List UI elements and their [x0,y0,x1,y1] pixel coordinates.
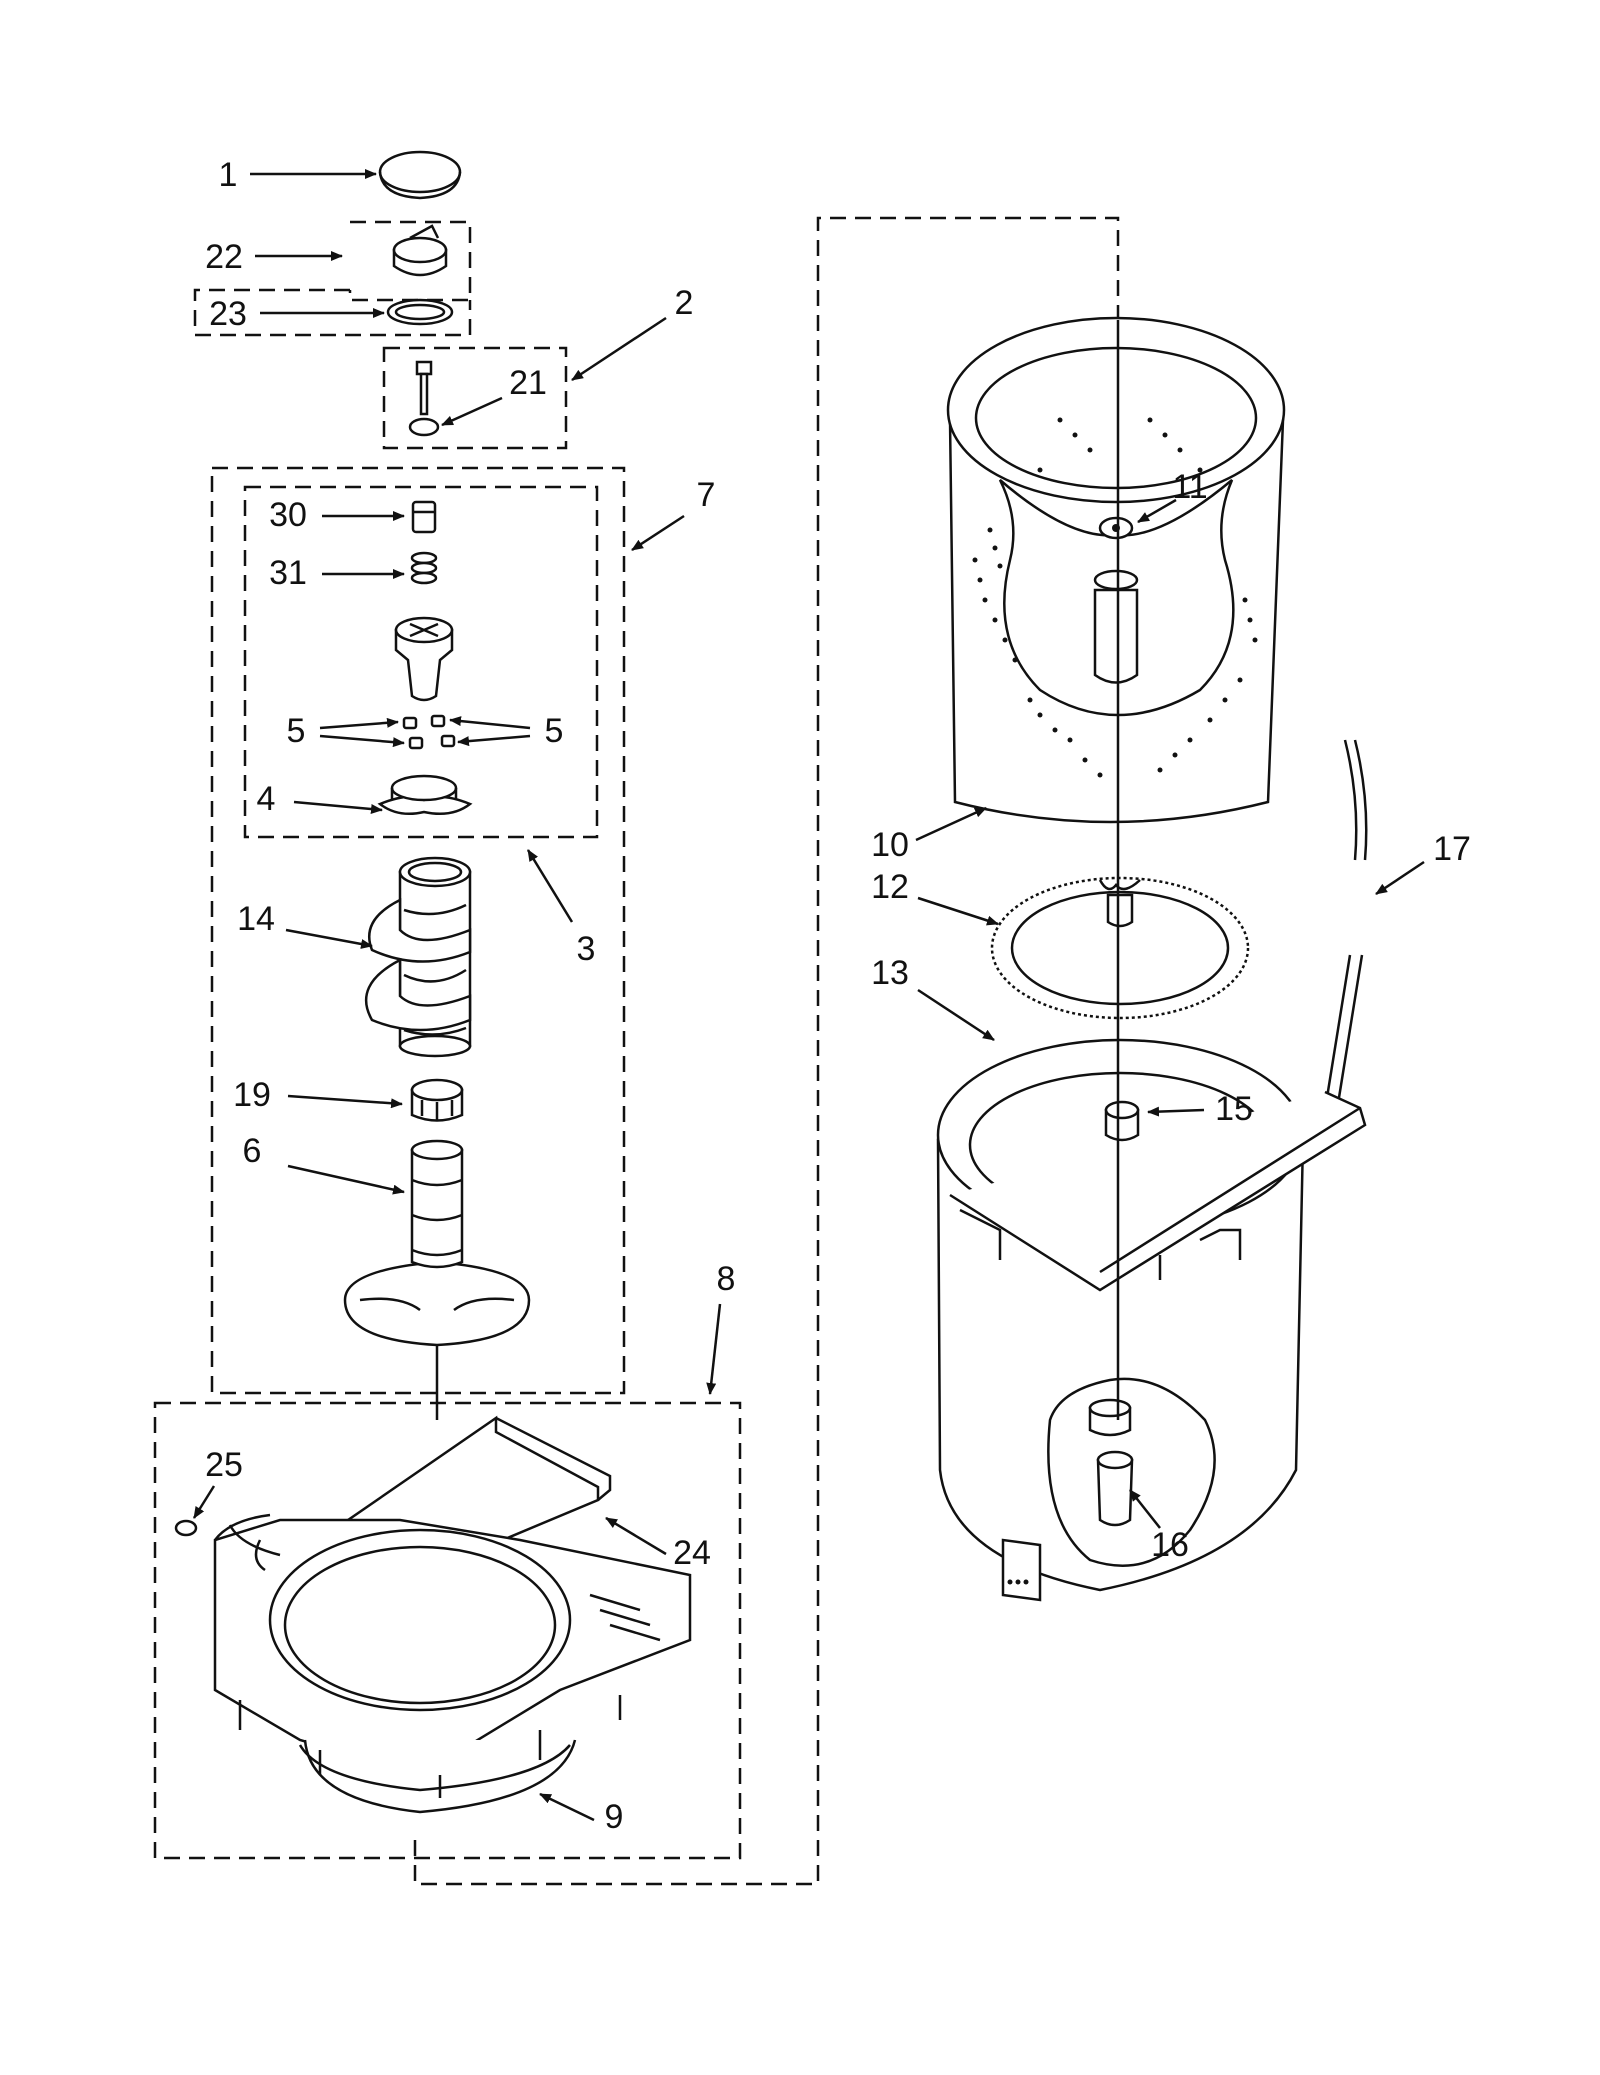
dog-retainer [411,500,437,534]
group-box-8 [153,1401,742,1860]
left-parts [174,150,692,1814]
group-box-22 [348,220,472,302]
callout-11: 11 [1172,468,1207,506]
agitator-base [343,1139,531,1347]
spring [410,551,438,585]
callout-25: 25 [205,1446,243,1484]
callout-24: 24 [673,1534,711,1572]
dog-cam [377,774,473,815]
callout-13: 13 [871,954,909,992]
drive-bell [410,1078,464,1122]
seal-ring [386,298,454,326]
callout-4: 4 [257,780,276,818]
callout-6: 6 [243,1132,262,1170]
callout-19: 19 [233,1076,271,1114]
group-box-23 [193,288,472,337]
group-box-3 [243,485,599,839]
callout-5-right: 5 [545,712,564,750]
callout-9: 9 [605,1798,624,1836]
callout-8: 8 [717,1260,736,1298]
callout-3: 3 [577,930,596,968]
callout-22: 22 [205,238,243,276]
tub-seal [1104,1100,1140,1142]
hose-clip [174,1519,198,1537]
wash-basket [946,316,1286,824]
callout-7: 7 [697,476,716,514]
group-boxes [153,216,1120,1886]
bolt [408,360,440,437]
callout-12: 12 [871,868,909,906]
callout-1: 1 [219,156,238,194]
cap-retainer [392,224,448,277]
brake-ring [990,876,1250,1020]
tub-base [213,1513,692,1814]
callout-23: 23 [209,295,247,333]
callout-30: 30 [269,496,307,534]
callout-5-left: 5 [287,712,306,750]
callout-14: 14 [237,900,275,938]
agitator-cam [394,616,454,702]
right-parts [936,316,1368,1602]
callout-16: 16 [1151,1526,1189,1564]
callout-2: 2 [675,284,694,322]
drain-hose [1323,739,1368,1111]
agitator-dogs [402,714,456,750]
group-box-7 [210,466,626,1395]
auger [364,856,472,1058]
callout-17: 17 [1433,830,1471,868]
agitator-cap [378,150,462,200]
basket-perforations [972,417,1258,778]
callout-31: 31 [269,554,307,592]
connector-line [413,216,1120,1886]
callout-15: 15 [1215,1090,1253,1128]
group-box-2 [382,346,568,450]
callout-21: 21 [509,364,547,402]
callouts: 1 22 23 2 21 7 30 31 5 5 4 3 14 19 6 8 [192,156,1471,1836]
callout-10: 10 [871,826,909,864]
basket-nut [1098,516,1134,540]
